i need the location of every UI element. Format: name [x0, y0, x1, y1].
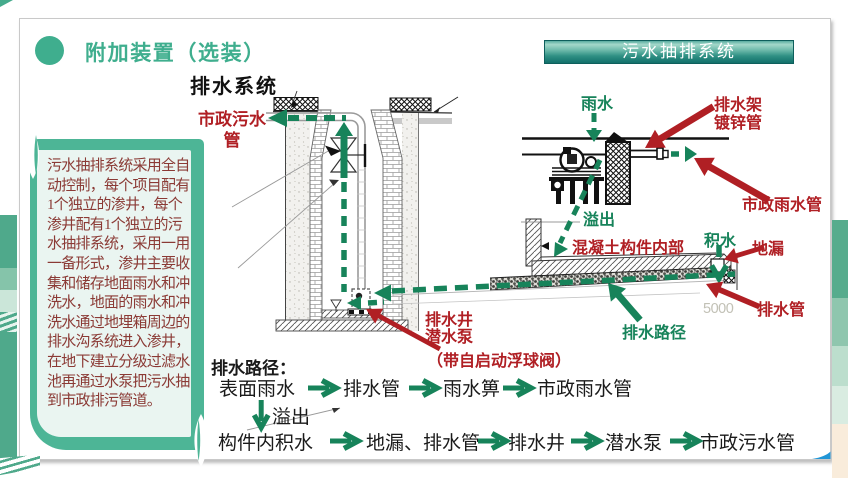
svg-text:潜水泵: 潜水泵	[425, 327, 473, 346]
svg-text:市政污水: 市政污水	[198, 109, 267, 129]
svg-text:5000: 5000	[703, 301, 734, 317]
svg-text:雨水: 雨水	[581, 94, 614, 113]
svg-text:排水架: 排水架	[714, 95, 762, 114]
svg-text:雨水箅: 雨水箅	[443, 378, 500, 400]
svg-text:（带自启动浮球阀）: （带自启动浮球阀）	[427, 351, 571, 370]
svg-text:构件内积水: 构件内积水	[218, 432, 313, 454]
svg-text:地漏、排水管: 地漏、排水管	[366, 432, 480, 454]
svg-text:积水: 积水	[704, 231, 737, 250]
svg-text:市政雨水管: 市政雨水管	[742, 195, 822, 214]
svg-text:溢出: 溢出	[583, 210, 615, 229]
svg-text:市政雨水管: 市政雨水管	[537, 378, 632, 400]
svg-text:排水井: 排水井	[425, 310, 473, 329]
svg-text:排水管: 排水管	[757, 300, 805, 319]
svg-text:市政污水管: 市政污水管	[700, 432, 795, 454]
svg-text:溢出: 溢出	[272, 406, 310, 428]
svg-text:管: 管	[224, 130, 241, 150]
svg-text:排水路径: 排水路径	[622, 323, 686, 342]
svg-text:排水路径：: 排水路径：	[211, 358, 296, 378]
svg-text:潜水泵: 潜水泵	[605, 432, 662, 454]
svg-text:排水系统: 排水系统	[190, 74, 278, 98]
svg-text:混凝土构件内部: 混凝土构件内部	[572, 238, 684, 257]
svg-text:镀锌管: 镀锌管	[714, 113, 762, 132]
svg-text:地漏: 地漏	[752, 239, 784, 258]
svg-text:排水管: 排水管	[343, 378, 400, 400]
svg-text:排水井: 排水井	[508, 432, 565, 454]
svg-text:表面雨水: 表面雨水	[219, 378, 295, 400]
